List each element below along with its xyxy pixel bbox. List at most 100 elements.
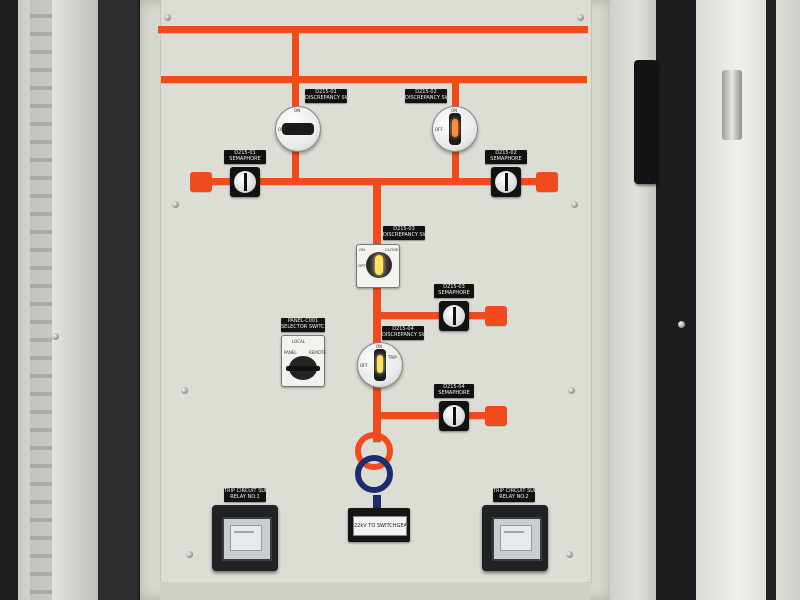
door-hinge-icon (722, 70, 742, 140)
nameplate-line: TRIP CIRCUIT SUP (224, 488, 266, 494)
feeder-end-right (536, 172, 558, 192)
nameplate-line: D215-02 (415, 89, 437, 95)
ds1-nameplate: D215-01 DISCREPANCY SWITCH (305, 89, 347, 103)
switch-knob-icon (282, 123, 314, 135)
switch-tick: OFF (435, 127, 443, 132)
nameplate-line: PANEL-C001 (287, 318, 319, 324)
switchgear-tag-face: 22kV TO SWITCHGEAR (353, 516, 407, 536)
switchgear-tag: 22kV TO SWITCHGEAR (348, 508, 410, 542)
nameplate-line: DISCREPANCY SWITCH (405, 95, 447, 101)
door-handle-icon[interactable] (634, 60, 658, 184)
discrepancy-switch-2[interactable]: ON OFF (432, 106, 478, 152)
switch-tick: ON (359, 247, 365, 252)
indicator-lamp-icon (375, 255, 383, 275)
ds-lower-nameplate: D215-04 DISCREPANCY SWITCH (382, 326, 424, 340)
semaphore-indicator-4 (439, 401, 469, 431)
selector-tick: PANEL (284, 350, 297, 355)
nameplate-line: DISCREPANCY SWITCH (382, 332, 424, 338)
nameplate-line: SEMAPHORE (438, 290, 470, 296)
selector-nameplate: PANEL-C001 SELECTOR SWITCH (281, 318, 325, 332)
nameplate-line: RELAY NO.1 (230, 494, 260, 500)
screw-icon (577, 14, 584, 21)
nameplate-line: D215-03 (393, 226, 415, 232)
relay-window (222, 517, 272, 561)
nameplate-line: SEMAPHORE (229, 156, 261, 162)
selector-tick: LOCAL (292, 339, 305, 344)
discrepancy-switch-lower[interactable]: ON OFF TRIP (357, 342, 403, 388)
selector-tick: REMOTE (309, 350, 326, 355)
branch-upper (380, 312, 492, 319)
left-door-rail (30, 0, 52, 600)
semaphore-bar-icon (452, 307, 456, 325)
nameplate-line: RELAY NO.2 (499, 494, 529, 500)
right-door-seal (766, 0, 776, 600)
nameplate-line: DISCREPANCY SWITCH (305, 95, 347, 101)
trip-circuit-relay-2 (482, 505, 548, 571)
ds2-nameplate: D215-02 DISCREPANCY SWITCH (405, 89, 447, 103)
relay-right-nameplate: TRIP CIRCUIT SUP RELAY NO.2 (493, 488, 535, 502)
sem1-nameplate: D215-01 SEMAPHORE (224, 150, 266, 164)
main-busbar-second (161, 76, 587, 83)
screw-icon (52, 333, 59, 340)
screw-icon (678, 321, 685, 328)
branch-upper-end (485, 306, 507, 326)
main-busbar-top (158, 26, 588, 33)
switch-tick: TRIP (388, 355, 397, 360)
screw-icon (181, 387, 188, 394)
sem3-nameplate: D215-03 SEMAPHORE (434, 284, 474, 298)
right-door (696, 0, 800, 600)
semaphore-bar-icon (243, 173, 247, 191)
screw-icon (566, 551, 573, 558)
semaphore-indicator-2 (491, 167, 521, 197)
nameplate-line: SELECTOR SWITCH (281, 324, 325, 330)
switch-tick: ON (376, 344, 383, 349)
switch-tick: OFF (360, 363, 368, 368)
semaphore-indicator-1 (230, 167, 260, 197)
screw-icon (164, 14, 171, 21)
branch-lower-end (485, 406, 507, 426)
switch-tick: CLOSE (385, 247, 399, 252)
sem2-nameplate: D215-02 SEMAPHORE (485, 150, 527, 164)
cable-to-switchgear (373, 495, 381, 509)
screw-icon (186, 551, 193, 558)
right-door-gap (656, 0, 696, 600)
switch-tick: OFF (358, 263, 366, 268)
switch-tick: OFF (278, 127, 286, 132)
switch-tick: ON (451, 108, 458, 113)
nameplate-line: D215-03 (443, 284, 465, 290)
ds-center-nameplate: D215-03 DISCREPANCY SWITCH (383, 226, 425, 240)
nameplate-line: SEMAPHORE (438, 390, 470, 396)
selector-handle-icon (286, 366, 320, 371)
indicator-lamp-icon (452, 119, 458, 137)
discrepancy-switch-1[interactable]: ON OFF (275, 106, 321, 152)
semaphore-bar-icon (452, 407, 456, 425)
trip-circuit-relay-1 (212, 505, 278, 571)
switchgear-tag-text: 22kV TO SWITCHGEAR (354, 523, 406, 529)
nameplate-line: SEMAPHORE (490, 156, 522, 162)
branch-lower (380, 412, 492, 419)
ct-ring-blue-icon (355, 455, 393, 493)
nameplate-line: D215-01 (315, 89, 337, 95)
sem4-nameplate: D215-04 SEMAPHORE (434, 384, 474, 398)
semaphore-bar-icon (504, 173, 508, 191)
screw-icon (172, 201, 179, 208)
nameplate-line: D215-01 (234, 150, 256, 156)
nameplate-line: TRIP CIRCUIT SUP (493, 488, 535, 494)
vertical-feeder (373, 184, 381, 442)
screw-icon (571, 201, 578, 208)
nameplate-line: D215-04 (392, 326, 414, 332)
indicator-lamp-icon (377, 355, 383, 373)
relay-window (492, 517, 542, 561)
switch-tick: ON (294, 108, 301, 113)
left-door-gap (98, 0, 138, 600)
discrepancy-switch-center[interactable]: ON OFF CLOSE (356, 244, 400, 288)
panel-bottom-edge (160, 582, 590, 600)
nameplate-line: DISCREPANCY SWITCH (383, 232, 425, 238)
relay-left-nameplate: TRIP CIRCUIT SUP RELAY NO.1 (224, 488, 266, 502)
screw-icon (568, 387, 575, 394)
selector-switch[interactable]: LOCAL PANEL REMOTE (281, 335, 326, 387)
semaphore-indicator-3 (439, 301, 469, 331)
horizontal-feeder (198, 178, 546, 185)
nameplate-line: D215-02 (495, 150, 517, 156)
